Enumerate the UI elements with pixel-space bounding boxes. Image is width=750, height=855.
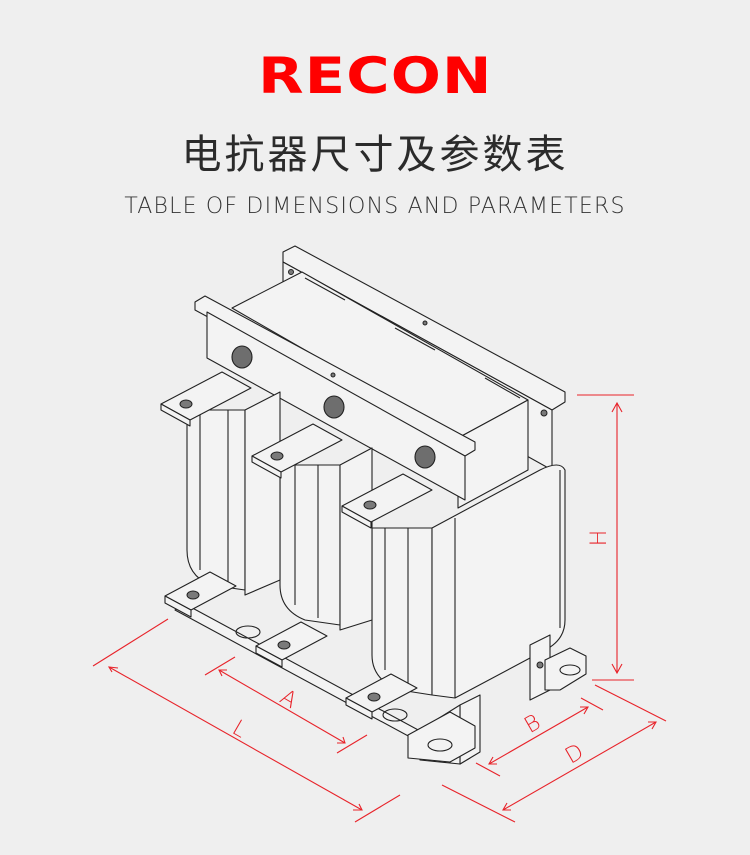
dimension-label-a: A (275, 685, 301, 714)
dimension-l: L (92, 618, 401, 823)
bolt-icon (414, 445, 436, 469)
page-title-en: TABLE OF DIMENSIONS AND PARAMETERS (124, 194, 626, 219)
page-title-cn: 电抗器尺寸及参数表 (181, 132, 569, 178)
dimension-a: A (204, 656, 368, 754)
dimension-h: H (577, 394, 634, 681)
bottom-terminals (164, 571, 418, 720)
dimension-label-b: B (520, 710, 545, 739)
base-mount (174, 603, 587, 765)
top-terminals (160, 371, 433, 529)
coil-right (371, 464, 566, 699)
brand-logo: RECON (0, 48, 750, 104)
coil-middle (279, 447, 373, 631)
logo-text: RECON (257, 47, 493, 105)
bolt-icon (323, 395, 345, 419)
clamp-bolts (231, 345, 436, 469)
bolt-icon (231, 345, 253, 369)
dimension-label-h: H (587, 530, 612, 547)
coil-left (186, 391, 281, 596)
dimension-b: B (475, 697, 604, 777)
dimension-label-d: D (561, 739, 588, 769)
dimension-label-l: L (228, 715, 251, 743)
